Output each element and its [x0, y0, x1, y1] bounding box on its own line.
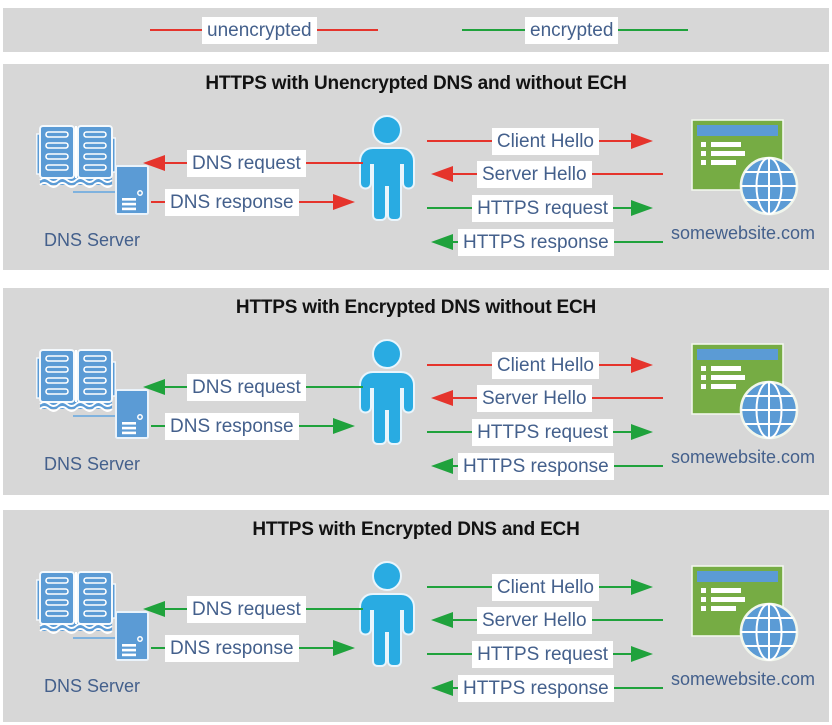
- arrowhead-left-icon: [143, 155, 165, 171]
- arrowhead-right-icon: [631, 579, 653, 595]
- person-icon: [357, 339, 417, 449]
- https-response-label: HTTPS response: [458, 674, 614, 702]
- server-hello-label: Server Hello: [477, 384, 592, 412]
- arrow-https-request: HTTPS request: [427, 640, 653, 668]
- arrow-server-hello: Server Hello: [431, 606, 663, 634]
- arrow-https-response: HTTPS response: [431, 228, 663, 256]
- legend-bar: unencrypted encrypted: [3, 8, 829, 52]
- dns-request-label: DNS request: [187, 373, 306, 401]
- arrow-server-hello: Server Hello: [431, 384, 663, 412]
- arrow-dns-request: DNS request: [143, 373, 363, 401]
- person-icon: [357, 115, 417, 225]
- legend-label-encrypted: encrypted: [525, 16, 619, 44]
- arrowhead-left-icon: [431, 680, 453, 696]
- arrow-https-response: HTTPS response: [431, 674, 663, 702]
- dns-book-icon: [36, 570, 116, 634]
- https-response-label: HTTPS response: [458, 228, 614, 256]
- panel-title: HTTPS with Unencrypted DNS and without E…: [205, 73, 627, 94]
- legend-line-right: [316, 29, 378, 31]
- panel-title: HTTPS with Encrypted DNS and ECH: [252, 519, 580, 540]
- dns-tower-icon: [115, 389, 149, 439]
- legend-line-right: [618, 29, 688, 31]
- website-icon: [691, 342, 801, 442]
- server-hello-label: Server Hello: [477, 606, 592, 634]
- https-request-label: HTTPS request: [472, 418, 613, 446]
- website-icon: [691, 564, 801, 664]
- arrowhead-left-icon: [431, 458, 453, 474]
- arrow-https-request: HTTPS request: [427, 418, 653, 446]
- arrowhead-left-icon: [143, 601, 165, 617]
- arrowhead-left-icon: [431, 166, 453, 182]
- dns-tower-icon: [115, 165, 149, 215]
- legend-line-left: [462, 29, 525, 31]
- legend-item-encrypted: encrypted: [462, 16, 688, 44]
- person-icon: [357, 561, 417, 671]
- arrow-client-hello: Client Hello: [427, 573, 653, 601]
- arrowhead-right-icon: [631, 424, 653, 440]
- arrow-https-request: HTTPS request: [427, 194, 653, 222]
- dns-connector-line: [73, 637, 118, 639]
- arrowhead-left-icon: [431, 390, 453, 406]
- client-hello-label: Client Hello: [491, 127, 599, 155]
- dns-server-label: DNS Server: [43, 454, 141, 474]
- arrow-https-response: HTTPS response: [431, 452, 663, 480]
- https-request-label: HTTPS request: [472, 640, 613, 668]
- panel-title: HTTPS with Encrypted DNS without ECH: [235, 297, 597, 318]
- client-hello-label: Client Hello: [491, 573, 599, 601]
- arrowhead-right-icon: [333, 640, 355, 656]
- scenario-panel: HTTPS with Encrypted DNS without ECH: [3, 288, 829, 495]
- dns-server-label: DNS Server: [43, 676, 141, 696]
- arrowhead-left-icon: [143, 379, 165, 395]
- dns-book-icon: [36, 124, 116, 188]
- arrowhead-left-icon: [431, 234, 453, 250]
- arrowhead-right-icon: [631, 200, 653, 216]
- scenario-panel: HTTPS with Unencrypted DNS and without E…: [3, 64, 829, 270]
- arrow-dns-response: DNS response: [151, 412, 355, 440]
- dns-response-label: DNS response: [165, 412, 299, 440]
- legend-item-unencrypted: unencrypted: [150, 16, 378, 44]
- arrow-client-hello: Client Hello: [427, 127, 653, 155]
- arrowhead-right-icon: [631, 357, 653, 373]
- arrow-dns-request: DNS request: [143, 595, 363, 623]
- https-response-label: HTTPS response: [458, 452, 614, 480]
- dns-request-label: DNS request: [187, 595, 306, 623]
- dns-connector-line: [73, 191, 118, 193]
- arrowhead-right-icon: [333, 418, 355, 434]
- arrow-dns-request: DNS request: [143, 149, 363, 177]
- dns-response-label: DNS response: [165, 634, 299, 662]
- website-label: somewebsite.com: [670, 223, 816, 243]
- https-request-label: HTTPS request: [472, 194, 613, 222]
- dns-response-label: DNS response: [165, 188, 299, 216]
- arrow-client-hello: Client Hello: [427, 351, 653, 379]
- legend-label-unencrypted: unencrypted: [202, 16, 317, 44]
- website-icon: [691, 118, 801, 218]
- dns-connector-line: [73, 415, 118, 417]
- client-hello-label: Client Hello: [491, 351, 599, 379]
- dns-tower-icon: [115, 611, 149, 661]
- arrowhead-right-icon: [631, 646, 653, 662]
- legend-line-left: [150, 29, 202, 31]
- arrowhead-left-icon: [431, 612, 453, 628]
- website-label: somewebsite.com: [670, 447, 816, 467]
- arrow-dns-response: DNS response: [151, 188, 355, 216]
- dns-server-label: DNS Server: [43, 230, 141, 250]
- arrowhead-right-icon: [333, 194, 355, 210]
- dns-request-label: DNS request: [187, 149, 306, 177]
- arrow-server-hello: Server Hello: [431, 160, 663, 188]
- arrowhead-right-icon: [631, 133, 653, 149]
- arrow-dns-response: DNS response: [151, 634, 355, 662]
- dns-book-icon: [36, 348, 116, 412]
- website-label: somewebsite.com: [670, 669, 816, 689]
- server-hello-label: Server Hello: [477, 160, 592, 188]
- scenario-panel: HTTPS with Encrypted DNS and ECH: [3, 510, 829, 722]
